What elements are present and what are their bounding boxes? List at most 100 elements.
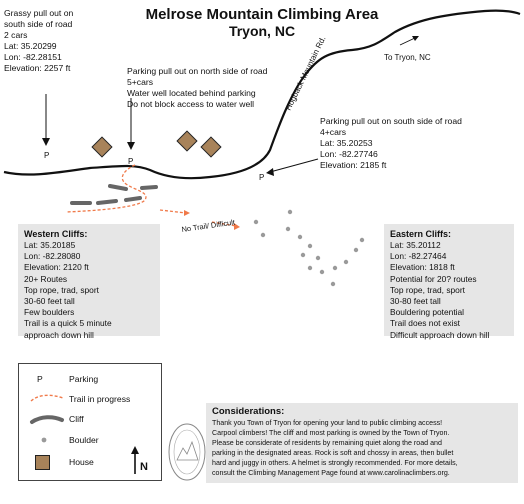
ccc-seal-icon [168, 423, 206, 481]
map-subtitle: Tryon, NC [228, 23, 296, 39]
legend-cliff-label: Cliff [69, 414, 84, 424]
western-cliffs-heading: Western Cliffs: [24, 229, 88, 239]
note-line: Water well located behind parking [127, 88, 256, 98]
eastern-line: Difficult approach down hill [390, 329, 490, 340]
to-tryon-label: To Tryon, NC [384, 53, 431, 62]
note-line: 5+cars [127, 77, 154, 87]
callout-arrowhead-west [42, 138, 50, 146]
note-line: Parking pull out on north side of road [127, 66, 268, 76]
eastern-line: Potential for 20? routes [390, 273, 477, 284]
cliff-segment [96, 199, 118, 205]
boulder [315, 255, 321, 261]
note-line: Elevation: 2185 ft [320, 160, 387, 170]
western-line: 20+ Routes [24, 273, 68, 284]
note-line: south side of road [4, 19, 73, 29]
considerations-line: Thank you Town of Tryon for opening your… [212, 419, 443, 427]
north-arrow-icon [131, 446, 139, 474]
legend-cliff-swatch [30, 415, 64, 424]
eastern-cliffs-heading: Eastern Cliffs: [390, 229, 452, 239]
considerations-line: consult the Climbing Management Page fou… [212, 469, 450, 477]
trail-arrowhead [234, 223, 240, 230]
house-icon [200, 136, 222, 158]
note-line: Lon: -82.28151 [4, 52, 62, 62]
boulder [359, 237, 365, 243]
note-line: 2 cars [4, 30, 28, 40]
western-line: approach down hill [24, 329, 94, 340]
parking-marker-north: P [128, 157, 133, 166]
cliff-segment [140, 185, 158, 190]
note-line: Lat: 35.20253 [320, 138, 373, 148]
house-icon [91, 136, 113, 158]
parking-note-west: Grassy pull out on south side of road 2 … [4, 8, 114, 74]
boulder [307, 265, 313, 271]
note-line: Lat: 35.20299 [4, 41, 57, 51]
considerations-box: Considerations: Thank you Town of Tryon … [206, 403, 518, 483]
boulder [285, 226, 291, 232]
western-line: Elevation: 2120 ft [24, 262, 89, 273]
legend-boulder-swatch [41, 437, 47, 443]
no-trail-label: No Trail/ Difficult [181, 218, 235, 234]
eastern-line: 30-80 feet tall [390, 296, 441, 307]
callout-arrow-east [269, 158, 319, 173]
eastern-line: Bouldering potential [390, 307, 465, 318]
considerations-line: Carpool climbers! The cliff and most par… [212, 429, 450, 437]
legend-trail-label: Trail in progress [69, 394, 131, 404]
boulder [319, 269, 325, 275]
eastern-line: Trail does not exist [390, 318, 460, 329]
trail-east-2 [211, 221, 237, 227]
considerations-heading: Considerations: [212, 406, 285, 417]
trail-arrowhead [184, 210, 190, 216]
western-line: Few boulders [24, 307, 75, 318]
eastern-line: Top rope, trad, sport [390, 284, 465, 295]
legend-parking-symbol: P [37, 374, 43, 384]
western-line: 30-60 feet tall [24, 296, 75, 307]
legend-house-label: House [69, 457, 94, 467]
eastern-line: Lon: -82.27464 [390, 251, 447, 262]
note-line: 4+cars [320, 127, 347, 137]
legend-parking-label: Parking [69, 374, 99, 384]
legend-trail-swatch [30, 394, 64, 402]
boulder [287, 209, 293, 215]
eastern-line: Lat: 35.20112 [390, 240, 441, 250]
western-line: Top rope, trad, sport [24, 284, 99, 295]
note-line: Parking pull out on south side of road [320, 116, 462, 126]
note-line: Elevation: 2257 ft [4, 63, 71, 73]
western-cliffs-box: Western Cliffs: Lat: 35.20185 Lon: -82.2… [18, 224, 160, 340]
eastern-line: Elevation: 1818 ft [390, 262, 455, 273]
trail-west [65, 164, 147, 213]
callout-arrowhead-east [266, 168, 274, 176]
note-line: Lon: -82.27746 [320, 149, 378, 159]
callout-arrowhead-north [127, 142, 135, 150]
boulder [297, 234, 303, 240]
considerations-line: parking in the designated areas. Rock is… [212, 449, 454, 457]
house-icon [176, 130, 198, 152]
boulder [353, 247, 359, 253]
parking-marker-east: P [259, 173, 264, 182]
boulder [332, 265, 338, 271]
map-legend: P Parking Trail in progress Cliff Boulde… [18, 363, 162, 481]
boulder [260, 232, 266, 238]
note-line: Do not block access to water well [127, 99, 255, 109]
boulder [330, 281, 336, 287]
eastern-cliffs-box: Eastern Cliffs: Lat: 35.20112 Lon: -82.2… [384, 224, 514, 340]
trail-east [159, 209, 187, 214]
cliff-segment [124, 196, 142, 202]
boulder [343, 259, 349, 265]
map-title: Melrose Mountain Climbing Area [145, 6, 379, 23]
note-line: Grassy pull out on [4, 8, 74, 18]
considerations-line: Please be considerate of residents by re… [212, 439, 442, 447]
boulder-field [253, 209, 365, 287]
cliff-segment [108, 184, 128, 191]
parking-marker-west: P [44, 151, 49, 160]
north-label: N [140, 461, 148, 473]
boulder [253, 219, 259, 225]
road [3, 9, 521, 180]
to-tryon-arrowhead [412, 36, 419, 41]
legend-boulder-label: Boulder [69, 435, 99, 445]
boulder [307, 243, 313, 249]
boulder [300, 252, 306, 258]
parking-note-north: Parking pull out on north side of road 5… [127, 66, 307, 110]
parking-note-east: Parking pull out on south side of road 4… [320, 116, 500, 171]
western-line: Trail is a quick 5 minute [24, 318, 112, 329]
